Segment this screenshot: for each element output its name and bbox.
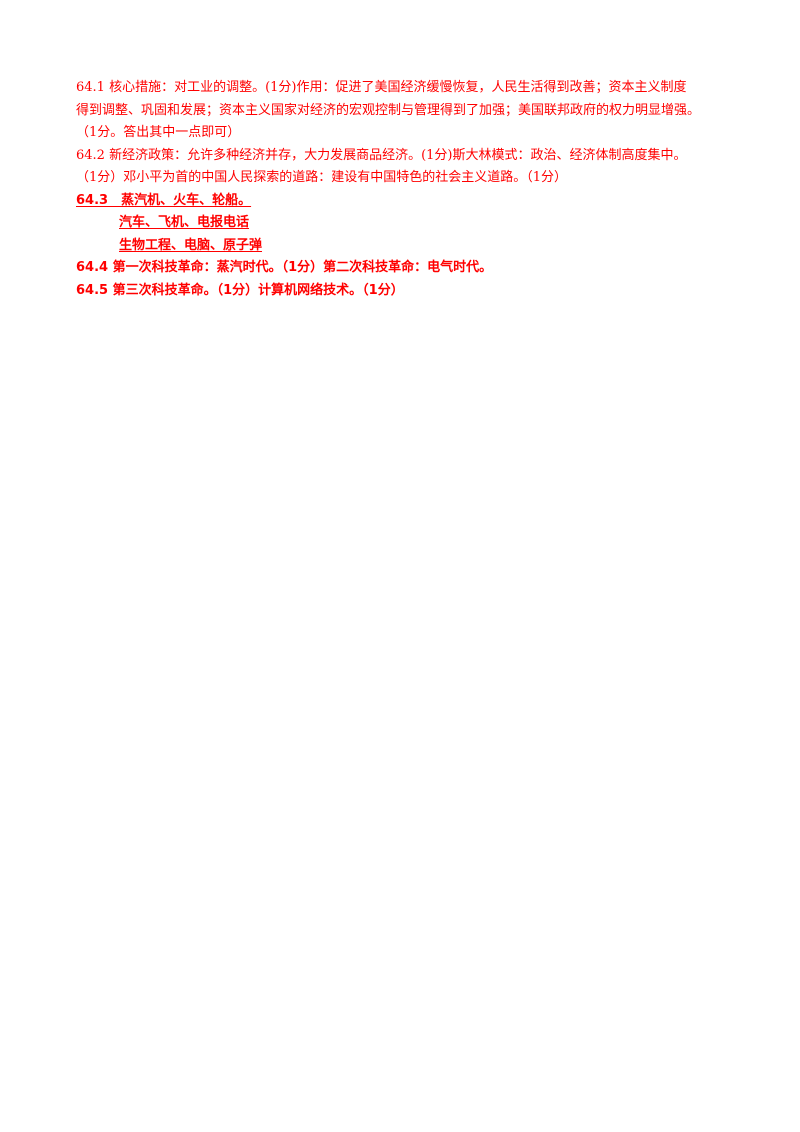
answer-64-1: 64.1 核心措施：对工业的调整。(1分)作用：促进了美国经济缓慢恢复，人民生活… bbox=[76, 77, 736, 145]
answer-64-2: 64.2 新经济政策：允许多种经济并存，大力发展商品经济。(1分)斯大林模式：政… bbox=[76, 145, 736, 190]
answer-64-3-line-2: 汽车、飞机、电报电话 bbox=[76, 212, 736, 235]
answer-64-3-line-3-text: 生物工程、电脑、原子弹 bbox=[119, 237, 263, 253]
answer-64-2-line-1: 64.2 新经济政策：允许多种经济并存，大力发展商品经济。(1分)斯大林模式：政… bbox=[76, 147, 687, 163]
answer-64-3-line-1-text: 64.3 蒸汽机、火车、轮船。 bbox=[76, 192, 252, 208]
answer-64-1-line-3: （1分。答出其中一点即可） bbox=[76, 125, 241, 140]
answer-64-3: 64.3 蒸汽机、火车、轮船。 汽车、飞机、电报电话 生物工程、电脑、原子弹 bbox=[76, 190, 736, 258]
answer-64-4: 64.4 第一次科技革命：蒸汽时代。（1分）第二次科技革命：电气时代。 bbox=[76, 260, 493, 275]
answer-64-5: 64.5 第三次科技革命。（1分）计算机网络技术。（1分） bbox=[76, 282, 404, 298]
answer-64-2-line-2: （1分）邓小平为首的中国人民探索的道路：建设有中国特色的社会主义道路。（1分） bbox=[76, 170, 568, 185]
answer-64-3-line-2-text: 汽车、飞机、电报电话 bbox=[119, 215, 250, 230]
answer-64-3-line-1: 64.3 蒸汽机、火车、轮船。 bbox=[76, 190, 736, 213]
answer-64-3-line-3: 生物工程、电脑、原子弹 bbox=[76, 235, 736, 258]
answer-64-1-line-1: 64.1 核心措施：对工业的调整。(1分)作用：促进了美国经济缓慢恢复，人民生活… bbox=[76, 80, 687, 95]
answer-content: 64.1 核心措施：对工业的调整。(1分)作用：促进了美国经济缓慢恢复，人民生活… bbox=[76, 77, 736, 302]
answer-64-1-line-2: 得到调整、巩固和发展；资本主义国家对经济的宏观控制与管理得到了加强；美国联邦政府… bbox=[76, 102, 701, 118]
